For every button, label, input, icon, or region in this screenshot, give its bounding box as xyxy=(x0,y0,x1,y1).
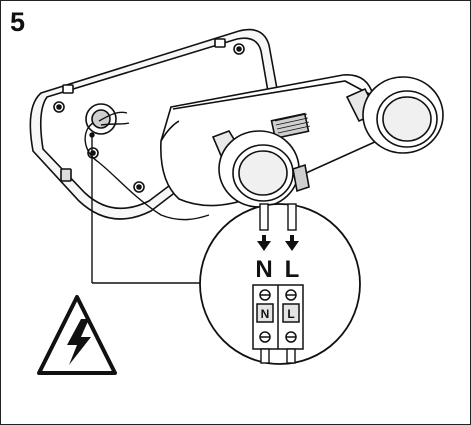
outgoing-wires xyxy=(260,348,296,364)
back-plate xyxy=(29,28,282,220)
mains-cable xyxy=(84,111,210,221)
right-spotlight xyxy=(345,76,444,154)
leader-line xyxy=(89,132,207,284)
step-number: 5 xyxy=(10,7,26,37)
incoming-wires xyxy=(259,203,297,231)
live-label: L xyxy=(285,256,300,283)
down-arrows xyxy=(257,235,299,251)
terminal-magnifier: N L N L xyxy=(199,203,361,365)
neutral-label: N xyxy=(255,256,272,283)
left-spotlight xyxy=(211,130,310,208)
terminal-block xyxy=(252,284,304,350)
terminal-live-label: L xyxy=(287,307,294,321)
terminal-neutral-label: N xyxy=(261,307,270,321)
high-voltage-warning-icon xyxy=(37,295,117,375)
